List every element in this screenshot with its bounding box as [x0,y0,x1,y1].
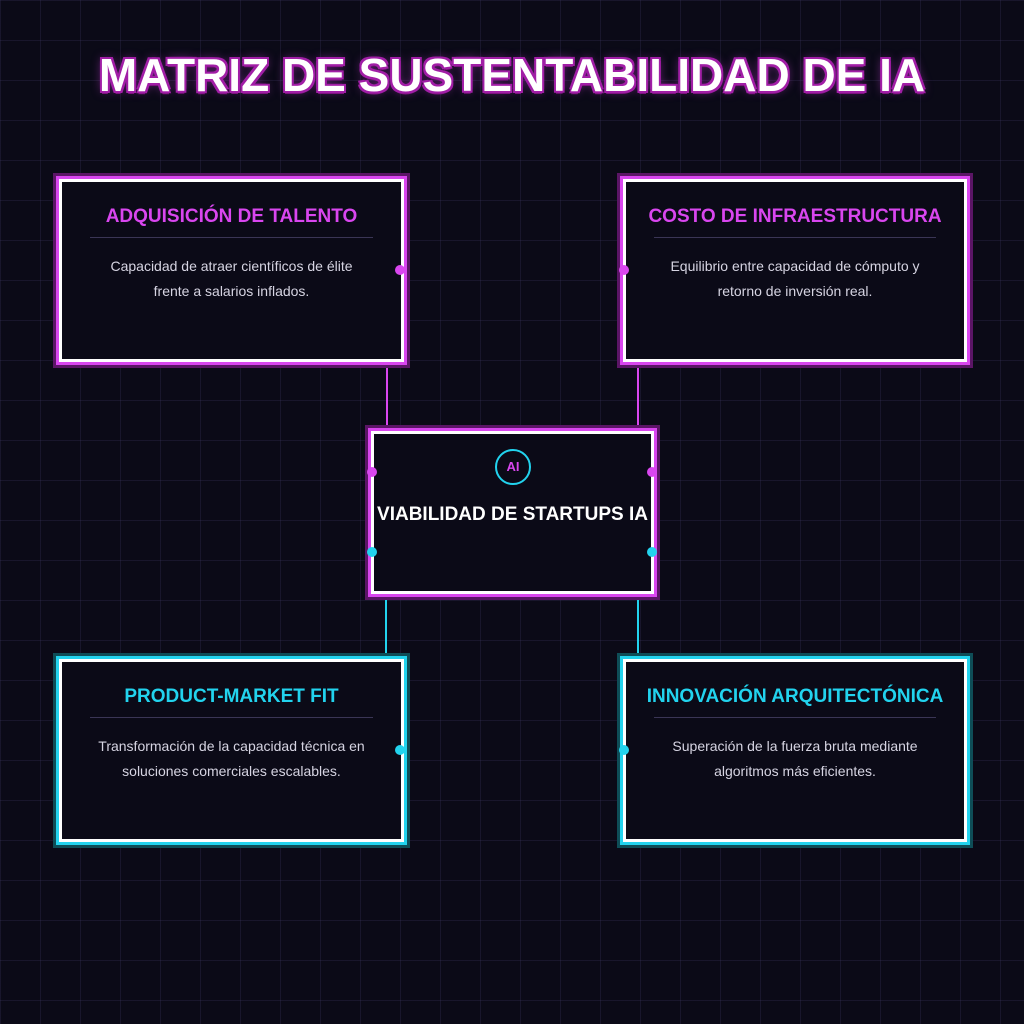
card-title: PRODUCT-MARKET FIT [124,686,339,707]
card-architectural-innovation: INNOVACIÓN ARQUITECTÓNICA Superación de … [623,659,967,842]
card-description: Capacidad de atraer científicos de élite… [86,254,377,304]
card-description: Superación de la fuerza bruta mediante a… [650,734,940,784]
page-title: MATRIZ DE SUSTENTABILIDAD DE IA [98,49,926,101]
card-description-line: algoritmos más eficientes. [714,763,876,779]
card-description-line: frente a salarios inflados. [153,283,310,299]
card-title: INNOVACIÓN ARQUITECTÓNICA [646,686,944,707]
center-title: VIABILIDAD DE STARTUPS IA [377,504,648,525]
card-divider [654,237,936,238]
card-title: ADQUISICIÓN DE TALENTO [105,206,358,227]
card-description-line: retorno de inversión real. [717,283,873,299]
card-infrastructure-cost: COSTO DE INFRAESTRUCTURA Equilibrio entr… [623,179,967,362]
card-description: Equilibrio entre capacidad de cómputo y … [650,254,940,304]
card-description-line: Equilibrio entre capacidad de cómputo y [670,258,920,274]
card-divider [654,717,936,718]
card-product-market-fit: PRODUCT-MARKET FIT Transformación de la … [59,659,404,842]
card-divider [90,237,373,238]
card-description-line: Capacidad de atraer científicos de élite [110,258,353,274]
card-description-line: Superación de la fuerza bruta mediante [672,738,918,754]
card-center-startup-viability: AI VIABILIDAD DE STARTUPS IA [371,431,654,594]
card-description: Transformación de la capacidad técnica e… [86,734,377,784]
card-divider [90,717,373,718]
card-description-line: Transformación de la capacidad técnica e… [98,738,365,754]
card-description-line: soluciones comerciales escalables. [122,763,341,779]
card-talent-acquisition: ADQUISICIÓN DE TALENTO Capacidad de atra… [59,179,404,362]
card-title: COSTO DE INFRAESTRUCTURA [648,206,942,227]
ai-badge-icon: AI [495,449,531,485]
